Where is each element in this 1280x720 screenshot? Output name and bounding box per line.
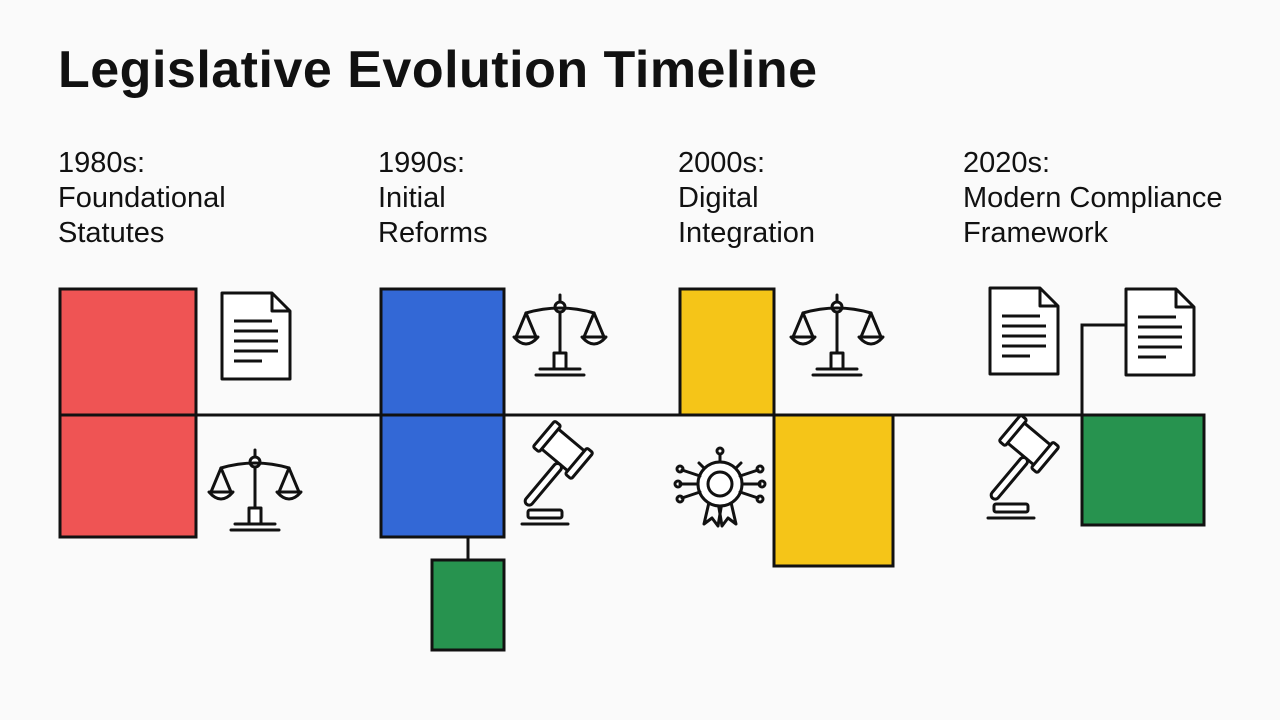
document-icon — [220, 291, 292, 381]
block-2020s-green — [1080, 413, 1206, 527]
era-decade: 2000s: — [678, 147, 766, 179]
document-icon — [1124, 287, 1196, 377]
gavel-icon — [966, 413, 1061, 520]
block-1990s-blue — [379, 287, 506, 539]
gear-badge-icon — [673, 446, 767, 528]
era-label-2020s: 2020s: Modern Compliance Framework — [963, 146, 1223, 251]
document-icon — [988, 286, 1060, 376]
era-decade: 2020s: — [963, 147, 1051, 179]
era-title-line1: Modern Compliance — [963, 182, 1223, 214]
block-1980s-red — [58, 287, 198, 539]
era-title-line2: Integration — [678, 217, 816, 249]
page-title: Legislative Evolution Timeline — [58, 41, 818, 99]
era-title-line2: Statutes — [58, 217, 165, 249]
era-title-line2: Reforms — [378, 217, 488, 249]
scales-of-justice-icon — [207, 448, 303, 532]
era-decade: 1990s: — [378, 147, 466, 179]
era-label-1980s: 1980s: Foundational Statutes — [58, 146, 226, 251]
era-title-line1: Foundational — [58, 182, 226, 214]
era-label-2000s: 2000s: Digital Integration — [678, 146, 815, 251]
connector-2020s — [1080, 323, 1126, 415]
era-title-line1: Digital — [678, 182, 759, 214]
era-decade: 1980s: — [58, 147, 146, 179]
era-label-1990s: 1990s: Initial Reforms — [378, 146, 488, 251]
block-2000s-yellow-bottom — [772, 413, 895, 568]
block-1990s-green — [430, 558, 506, 652]
gavel-icon — [500, 419, 595, 526]
scales-of-justice-icon — [512, 293, 608, 377]
block-2000s-yellow-top — [678, 287, 776, 417]
era-title-line2: Framework — [963, 217, 1109, 249]
scales-of-justice-icon — [789, 293, 885, 377]
era-title-line1: Initial — [378, 182, 446, 214]
